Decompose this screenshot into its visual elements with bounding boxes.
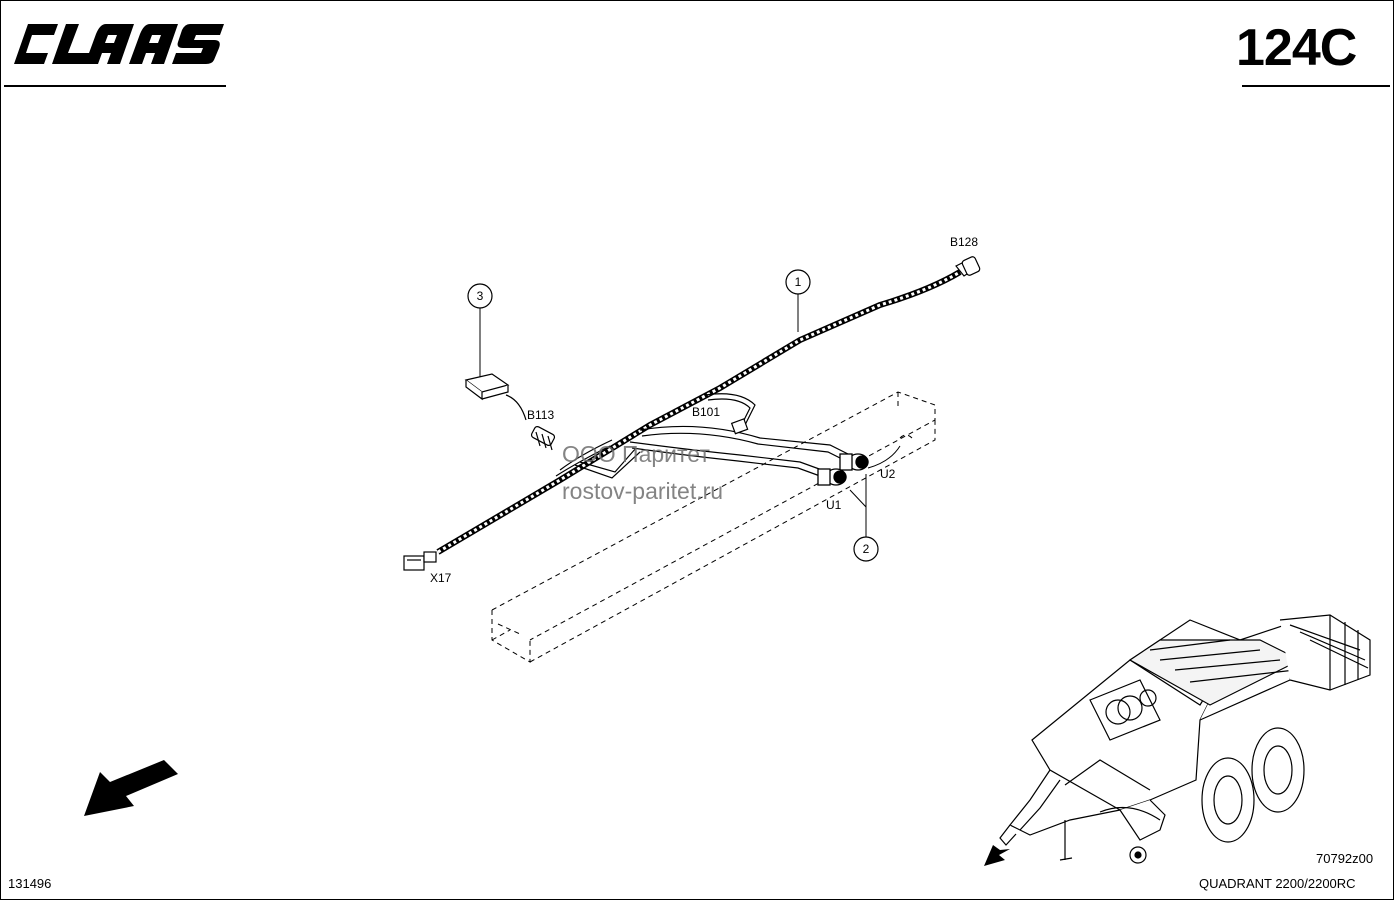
watermark-line1: ООО Паритет — [562, 441, 710, 467]
callout-2-number: 2 — [863, 542, 870, 556]
part-3-switch — [464, 373, 527, 421]
callout-3-circle — [467, 283, 493, 309]
claas-logo — [14, 24, 224, 64]
callout-2-circle — [853, 536, 879, 562]
callout-leaders — [479, 294, 901, 537]
page-code: 124C — [1236, 19, 1357, 77]
label-x17: X17 — [430, 571, 452, 585]
b113-connector — [530, 425, 556, 451]
label-b101: B101 — [692, 405, 720, 419]
b101-connector — [730, 418, 749, 435]
u2-socket — [839, 453, 869, 471]
page-code-underline — [1242, 85, 1390, 87]
label-u2: U2 — [880, 467, 896, 481]
watermark-line2: rostov-paritet.ru — [562, 478, 723, 504]
branch-cables — [555, 393, 851, 479]
frame-beam-outline — [491, 391, 936, 663]
callout-1-number: 1 — [795, 275, 802, 289]
label-b128: B128 — [950, 235, 978, 249]
x17-connector — [403, 551, 437, 571]
logo-underline — [4, 85, 226, 87]
document-number: 131496 — [8, 876, 52, 891]
label-b113: B113 — [527, 408, 554, 422]
travel-direction-arrow-icon — [984, 845, 1010, 866]
baler-machine-illustration — [999, 614, 1371, 864]
callout-3-number: 3 — [477, 289, 484, 303]
b128-connector — [955, 256, 981, 277]
drawing-id: 70792z00 — [1316, 851, 1374, 866]
u1-socket — [817, 468, 847, 486]
arrow-down-left-icon — [84, 760, 178, 816]
label-u1: U1 — [826, 498, 842, 512]
callout-1-circle — [785, 269, 811, 295]
model-name: QUADRANT 2200/2200RC — [1199, 876, 1356, 891]
